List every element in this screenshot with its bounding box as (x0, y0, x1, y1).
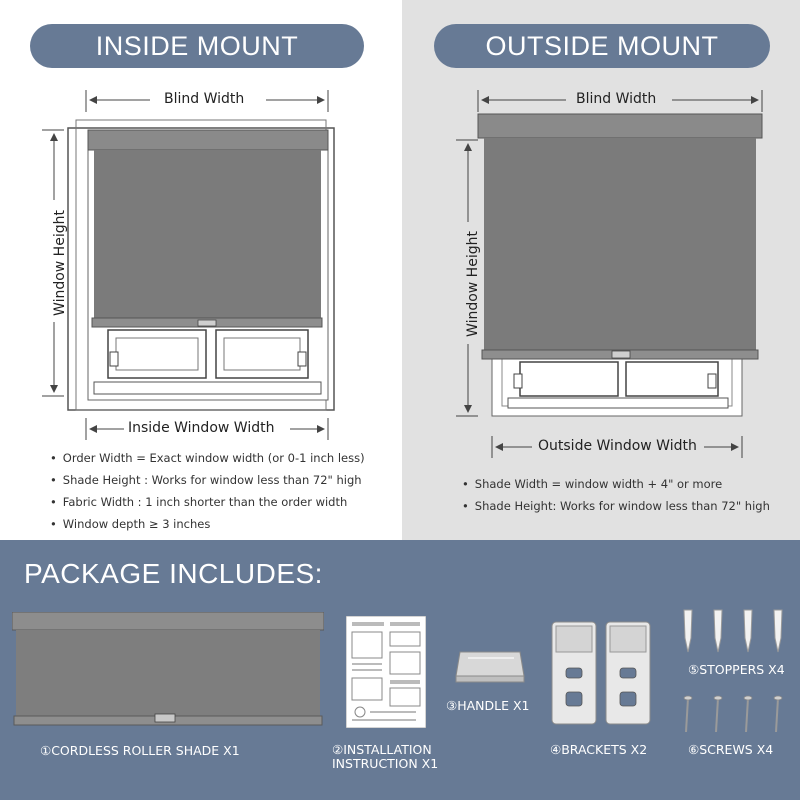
inside-note: Window depth ≥ 3 inches (50, 513, 365, 535)
instruction-booklet-image (346, 616, 426, 728)
package-item-shade: ①CORDLESS ROLLER SHADE X1 (40, 743, 240, 758)
inside-note: Shade Height : Works for window less tha… (50, 469, 365, 491)
outside-window-width-label: Outside Window Width (538, 438, 697, 454)
handle-image (455, 651, 525, 683)
package-item-screws: ⑥SCREWS X4 (688, 742, 774, 757)
package-item-brackets: ④BRACKETS X2 (550, 742, 648, 757)
outside-blind-width-label: Blind Width (576, 91, 657, 107)
roller-shade-image (12, 612, 324, 726)
screws-image (683, 695, 783, 733)
package-item-stoppers: ⑤STOPPERS X4 (688, 662, 785, 677)
outside-note: Shade Height: Works for window less than… (462, 495, 770, 517)
inside-mount-notes: Order Width = Exact window width (or 0-1… (50, 447, 365, 535)
inside-note: Fabric Width : 1 inch shorter than the o… (50, 491, 365, 513)
brackets-image (551, 621, 651, 725)
outside-mount-diagram (456, 90, 763, 458)
package-item-instruction-line2: INSTRUCTION X1 (332, 756, 439, 771)
inside-note: Order Width = Exact window width (or 0-1… (50, 447, 365, 469)
inside-blind-width-label: Blind Width (164, 91, 245, 107)
inside-window-height-label: Window Height (52, 210, 68, 316)
outside-window-height-label: Window Height (465, 231, 481, 337)
outside-mount-notes: Shade Width = window width + 4" or more … (462, 473, 770, 517)
package-item-instruction-line1: ②INSTALLATION (332, 742, 432, 757)
outside-note: Shade Width = window width + 4" or more (462, 473, 770, 495)
inside-mount-title: INSIDE MOUNT (30, 24, 364, 68)
package-item-handle: ③HANDLE X1 (446, 698, 530, 713)
inside-window-width-label: Inside Window Width (128, 420, 275, 436)
package-title: PACKAGE INCLUDES: (24, 558, 323, 589)
stoppers-image (683, 609, 783, 653)
inside-mount-diagram (42, 90, 335, 440)
outside-mount-title: OUTSIDE MOUNT (434, 24, 770, 68)
